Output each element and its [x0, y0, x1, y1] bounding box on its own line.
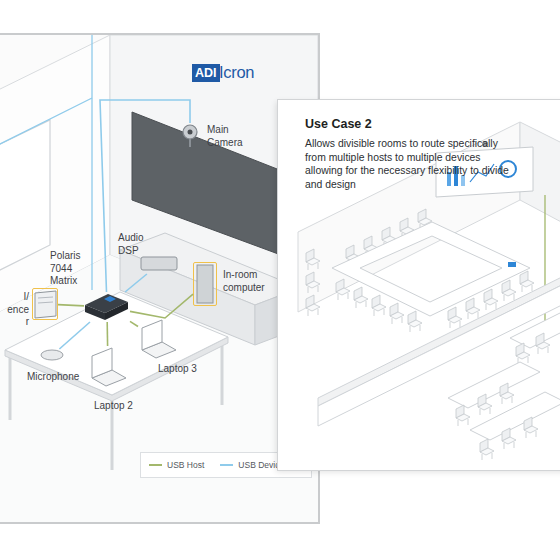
card-description: Allows divisible rooms to route specific…: [305, 137, 513, 191]
whiteboard: [0, 120, 50, 276]
chair: [480, 439, 494, 460]
usb-wire: [0, 98, 92, 150]
logo-text: Icron: [219, 62, 254, 82]
chair: [448, 307, 462, 328]
table-leg: [111, 401, 114, 470]
device-label: Microphone: [27, 371, 97, 384]
table-device: [508, 262, 516, 267]
laptop-device: Laptop 2: [88, 346, 128, 390]
room-illustration: [0, 35, 318, 522]
u-shaped-table: [332, 222, 530, 316]
legend-item: USB Device: [220, 460, 284, 470]
dsp-device: Audio DSP: [138, 254, 180, 274]
camera-body: [183, 125, 197, 139]
matrix-front: [85, 305, 105, 320]
chair: [306, 295, 320, 316]
card-heading: Use Case 2: [305, 117, 525, 132]
matrix-side: [105, 302, 128, 320]
matrix-switch: Polaris 7044 Matrix: [84, 292, 130, 322]
conference-tablet: [35, 291, 56, 318]
chair: [502, 280, 516, 301]
camera-device: Main Camera: [181, 123, 199, 141]
chair: [520, 271, 534, 292]
chair: [466, 298, 480, 319]
legend-item: USB Host: [149, 460, 204, 470]
device-label: Main Camera: [207, 124, 252, 149]
table: [470, 392, 560, 440]
device-label: Polaris 7044 Matrix: [50, 250, 90, 288]
device-label: In-room computer: [223, 269, 278, 294]
dsp-box: [141, 257, 177, 270]
chair: [306, 249, 320, 270]
table: [510, 312, 560, 348]
laptop-screen: [142, 320, 162, 350]
legend-line: [149, 464, 162, 466]
computer-device: In-room computer: [193, 262, 217, 306]
table-top: [5, 292, 228, 395]
logo-text: ADI: [192, 64, 220, 82]
laptop-screen: [92, 348, 112, 378]
chair: [536, 333, 550, 354]
tablet-detail: [38, 302, 53, 303]
laptop-device: Laptop 3: [138, 318, 178, 360]
tablet-detail: [38, 297, 53, 298]
chart-bar: [461, 175, 465, 186]
legend-text: USB Host: [167, 460, 204, 470]
chair: [456, 405, 470, 426]
use-case-card: Use Case 2 Allows divisible rooms to rout…: [278, 100, 560, 470]
chair: [408, 311, 422, 332]
usb-wire: [91, 35, 92, 290]
chair: [390, 303, 404, 324]
conference-device: I/ ence r: [32, 288, 58, 320]
chair: [478, 394, 492, 415]
camera-mount: [189, 139, 191, 147]
matrix-badge: [104, 296, 116, 302]
chair: [500, 383, 514, 404]
chair: [516, 343, 530, 364]
chair: [502, 428, 516, 449]
chair: [484, 289, 498, 310]
panel-card: ADIIcronMain CameraAudio DSP In-room comp…: [0, 35, 318, 522]
chair: [306, 272, 320, 293]
device-label: Laptop 2: [94, 400, 154, 413]
device-label: Audio DSP: [118, 232, 152, 257]
microphone-puck: [41, 350, 63, 360]
computer-tower: [197, 265, 213, 303]
device-label: Laptop 3: [158, 363, 218, 376]
chair: [524, 417, 538, 438]
chair: [336, 279, 350, 300]
table-leg: [221, 346, 224, 405]
device-label: I/ ence r: [3, 291, 29, 329]
legend-line: [220, 464, 233, 466]
microphone-device: Microphone: [40, 349, 64, 362]
chair: [372, 295, 386, 316]
camera-lens: [188, 130, 193, 135]
table-leg: [9, 356, 12, 420]
chair: [354, 287, 368, 308]
